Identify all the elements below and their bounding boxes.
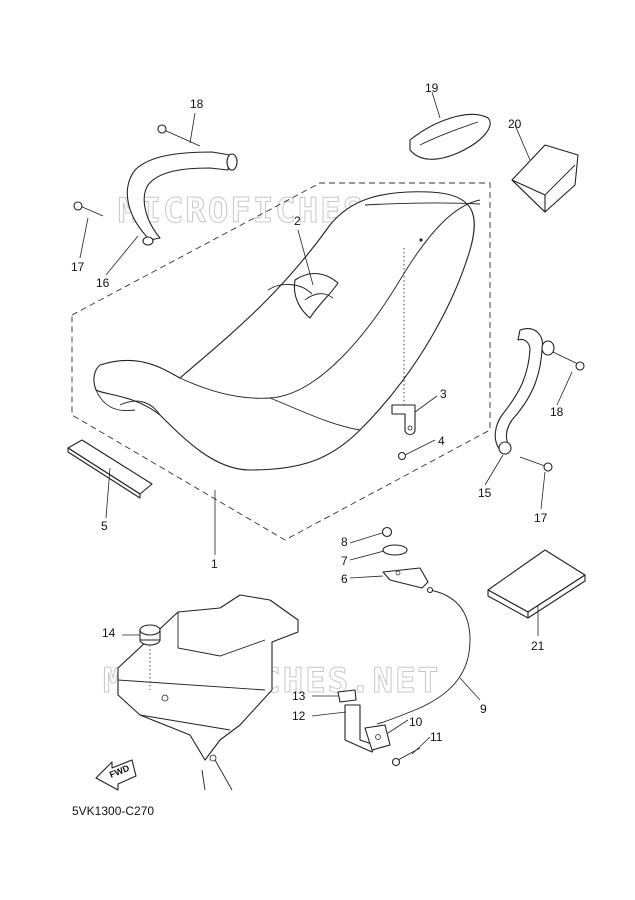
callout-12: 12 — [292, 709, 306, 723]
callout-13: 13 — [292, 689, 306, 703]
callouts: 1 2 3 4 5 6 7 8 9 10 11 12 13 14 15 16 1… — [71, 81, 564, 744]
callout-17-right: 17 — [534, 511, 548, 525]
callout-17-left: 17 — [71, 260, 85, 274]
manual-booklet[interactable] — [487, 549, 586, 619]
lock-bracket[interactable] — [382, 567, 429, 589]
callout-8: 8 — [341, 535, 348, 549]
lock-plate[interactable] — [382, 544, 408, 556]
callout-18-right: 18 — [550, 405, 564, 419]
callout-11: 11 — [430, 730, 443, 744]
lever-cap[interactable] — [337, 689, 357, 703]
callout-18-left: 18 — [190, 97, 204, 111]
bolt-lower-left[interactable] — [73, 201, 104, 217]
seat-strap[interactable] — [267, 273, 339, 319]
lock-nut[interactable] — [381, 526, 393, 538]
seat-assembly-boundary — [71, 182, 491, 541]
fwd-arrow: FWD — [95, 759, 137, 791]
callout-21: 21 — [531, 639, 545, 653]
callout-6: 6 — [341, 572, 348, 586]
damper-strip[interactable] — [67, 439, 153, 499]
callout-1: 1 — [211, 557, 218, 571]
callout-14: 14 — [102, 626, 116, 640]
seat-bracket[interactable] — [391, 404, 416, 436]
callout-3: 3 — [440, 387, 447, 401]
seat-pad[interactable] — [409, 113, 491, 160]
callout-16: 16 — [96, 276, 110, 290]
callout-4: 4 — [438, 434, 445, 448]
leader-lines — [79, 91, 573, 755]
callout-9: 9 — [480, 702, 487, 716]
lock-body[interactable] — [364, 724, 391, 751]
seat-lock-cable[interactable] — [376, 589, 471, 725]
callout-10: 10 — [409, 715, 423, 729]
right-grab-handle[interactable] — [494, 328, 555, 455]
cover-box[interactable] — [511, 144, 579, 213]
rear-frame[interactable] — [117, 594, 299, 791]
diagram-code: 5VK1300-C270 — [72, 804, 154, 818]
callout-20: 20 — [508, 117, 522, 131]
callout-7: 7 — [341, 554, 348, 568]
cable-end — [426, 586, 434, 594]
left-grab-handle[interactable] — [126, 151, 238, 246]
bolt-lower-right[interactable] — [519, 456, 553, 472]
bolt-upper-right[interactable] — [552, 351, 585, 371]
rubber-damper[interactable] — [139, 624, 161, 690]
callout-15: 15 — [478, 486, 492, 500]
nut[interactable] — [397, 451, 407, 461]
callout-5: 5 — [101, 519, 108, 533]
seat[interactable] — [93, 191, 481, 471]
callout-2: 2 — [294, 214, 301, 228]
bolt-upper-left[interactable] — [157, 124, 201, 147]
callout-19: 19 — [425, 81, 439, 95]
